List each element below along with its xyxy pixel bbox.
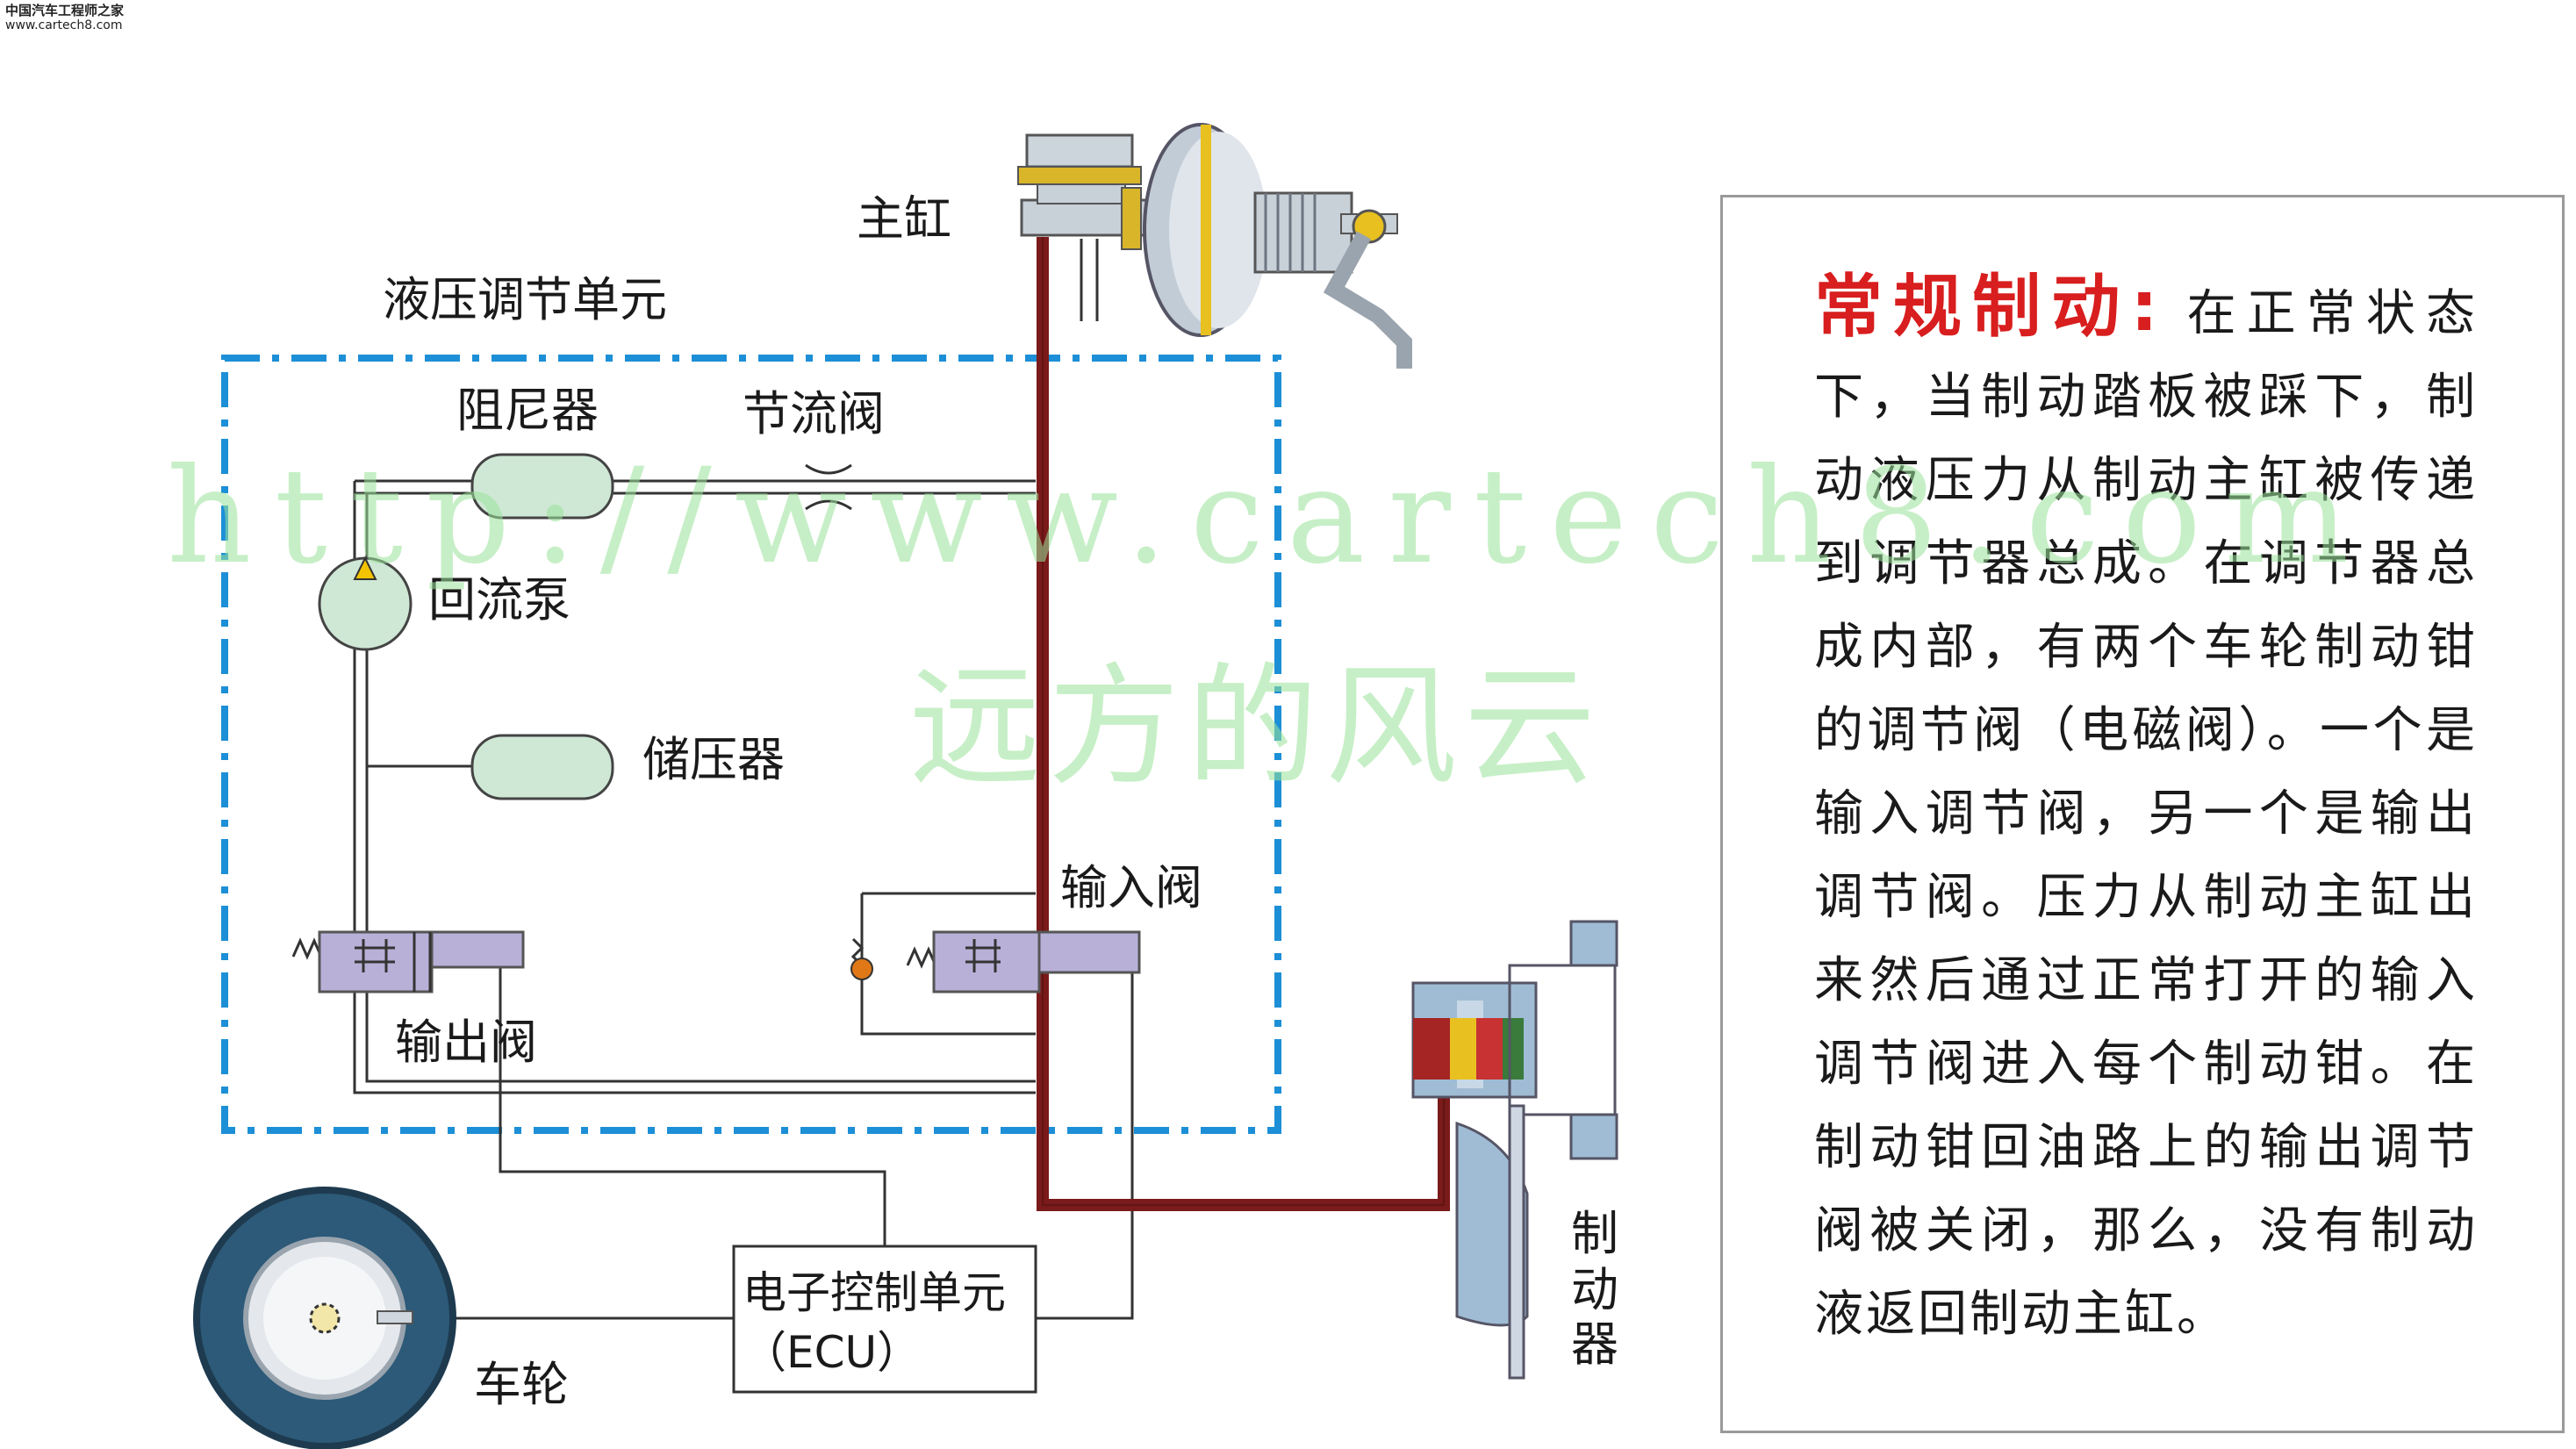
brake-line — [1037, 237, 1450, 1211]
label-brake-2: 动 — [1571, 1262, 1618, 1317]
wheel-illustration — [193, 1187, 456, 1449]
label-accumulator: 储压器 — [642, 732, 785, 787]
hydraulic-unit-boundary — [221, 355, 1281, 1134]
ecu-box — [732, 1245, 1037, 1394]
label-damper: 阻尼器 — [456, 383, 599, 438]
label-brake-3: 器 — [1571, 1316, 1618, 1372]
throttle-valve-symbol — [805, 463, 852, 511]
explanation-panel: 常规制动: 在正常状态下，当制动踏板被踩下，制动液压力从制动主缸被传递到调节器总… — [1720, 195, 2565, 1433]
label-inlet-valve: 输入阀 — [1060, 860, 1202, 915]
label-outlet-valve: 输出阀 — [395, 1015, 537, 1070]
master-cylinder-illustration — [1017, 123, 1412, 369]
label-hydraulic-unit: 液压调节单元 — [383, 272, 667, 327]
label-brake-1: 制 — [1571, 1206, 1618, 1261]
label-ecu-line2: （ECU） — [743, 1327, 921, 1378]
panel-heading: 常规制动: — [1814, 268, 2161, 347]
explanation-text: 常规制动: 在正常状态下，当制动踏板被踩下，制动液压力从制动主缸被传递到调节器总… — [1814, 266, 2478, 1356]
hydraulic-lines — [353, 239, 1134, 1320]
site-name: 中国汽车工程师之家 — [5, 3, 125, 18]
wheel-sensor-ring-icon — [309, 1302, 341, 1334]
damper — [470, 453, 614, 520]
label-ecu-line1: 电子控制单元 — [743, 1267, 1006, 1318]
panel-body: 在正常状态下，当制动踏板被踩下，制动液压力从制动主缸被传递到调节器总成。在调节器… — [1814, 285, 2478, 1343]
label-wheel: 车轮 — [474, 1357, 569, 1412]
site-url: www.cartech8.com — [5, 18, 123, 32]
accumulator — [470, 734, 614, 800]
label-throttle-valve: 节流阀 — [743, 386, 885, 441]
check-valve-ball — [850, 958, 873, 980]
label-master-cylinder: 主缸 — [857, 191, 951, 247]
site-logo: 中国汽车工程师之家 www.cartech8.com — [5, 3, 125, 33]
outlet-valve — [291, 930, 525, 993]
pump-arrow-icon — [353, 556, 377, 580]
inlet-valve — [850, 930, 1141, 993]
label-return-pump: 回流泵 — [428, 572, 570, 628]
brake-caliper-illustration — [1411, 920, 1618, 1380]
